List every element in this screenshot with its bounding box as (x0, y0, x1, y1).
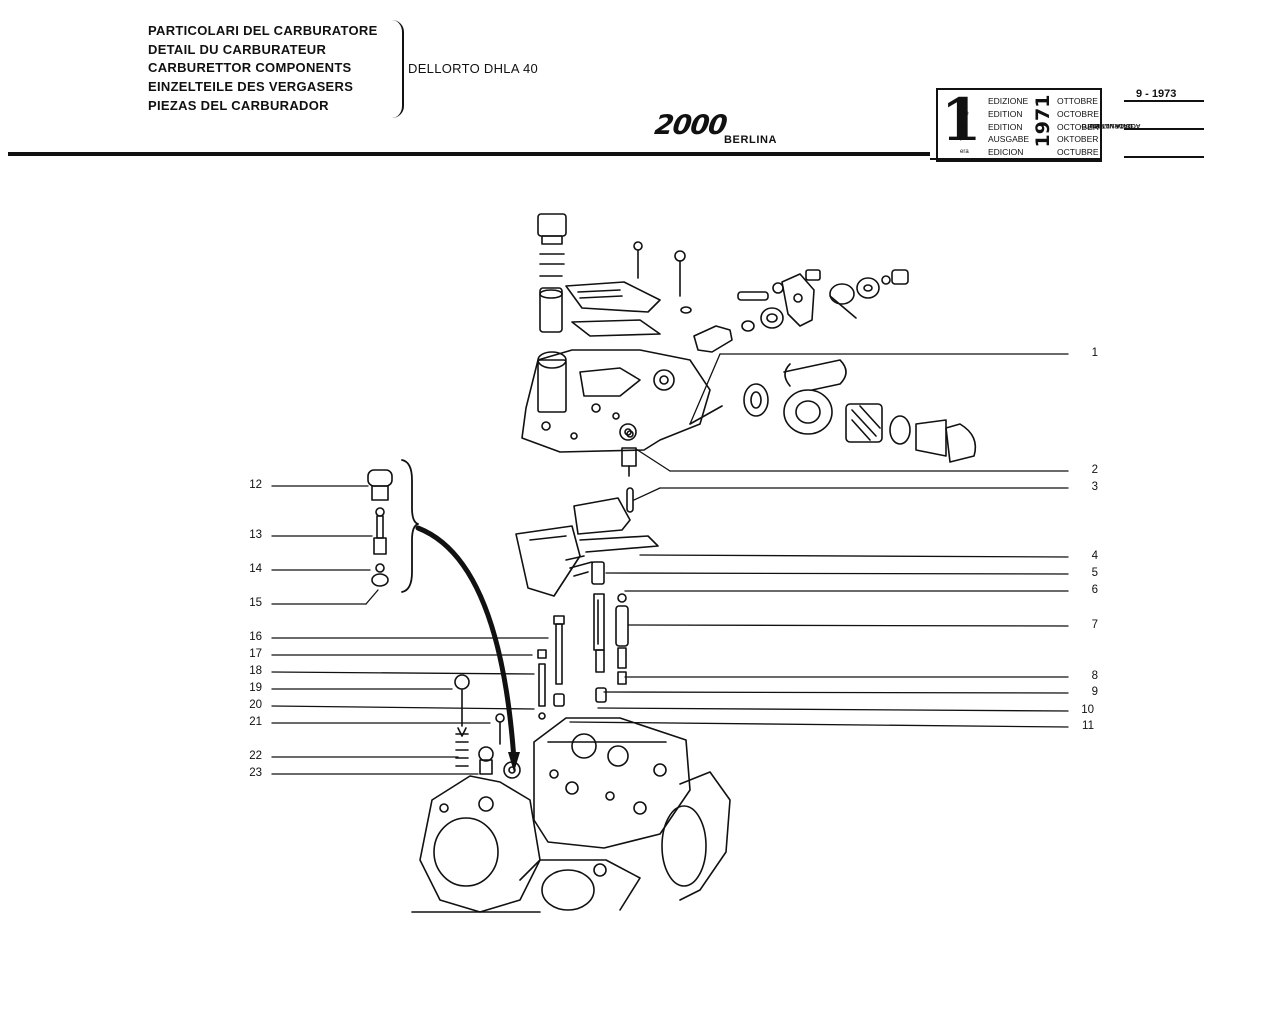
edition-month: OCTOBRE (1057, 109, 1099, 119)
edition-month: OCTUBRE (1057, 147, 1099, 157)
carburettor-cover (521, 349, 723, 453)
leader-lines-right (569, 353, 1069, 728)
edition-month: OCTOBER (1057, 122, 1099, 132)
callout-17: 17 (249, 648, 262, 660)
callout-21: 21 (249, 716, 262, 728)
assembly-arrow (415, 525, 517, 763)
callout-1: 1 (1091, 347, 1098, 359)
callout-20: 20 (249, 699, 262, 711)
callout-6: 6 (1091, 584, 1098, 596)
leader-lines-left (271, 485, 549, 775)
update-line (1124, 128, 1204, 130)
update-date: 9 - 1973 (1136, 88, 1177, 100)
callout-9: 9 (1091, 686, 1098, 698)
title-italian: PARTICOLARI DEL CARBURATORE (148, 23, 378, 38)
edition-suffix: era (960, 149, 969, 155)
carburettor-body (411, 717, 731, 913)
callout-10: 10 (1081, 704, 1094, 716)
header-rule-thin (930, 158, 1100, 160)
edition-word: AUSGABE (988, 134, 1030, 144)
header-rule (8, 152, 930, 156)
callout-22: 22 (249, 750, 262, 762)
edition-number: 1 (941, 86, 982, 154)
edition-word: EDIZIONE (988, 96, 1029, 106)
throttle-linkage (693, 269, 909, 353)
filter-plug-assembly (537, 213, 567, 333)
needle-valve (619, 423, 637, 513)
title-french: DETAIL DU CARBURATEUR (148, 41, 327, 57)
model-variant: BERLINA (724, 134, 778, 146)
callout-5: 5 (1091, 567, 1098, 579)
float-lever (565, 281, 661, 337)
idle-jet-group (367, 469, 393, 587)
edition-suffix: ere (960, 111, 969, 117)
carburettor-model: DELLORTO DHLA 40 (408, 61, 539, 76)
callout-7: 7 (1091, 619, 1098, 631)
title-brace (392, 20, 404, 118)
mixture-screw (454, 674, 505, 775)
edition-month: OTTOBRE (1057, 96, 1098, 106)
jets-and-tubes (537, 561, 629, 720)
edition-month: OKTOBER (1057, 134, 1099, 144)
callout-4: 4 (1091, 550, 1098, 562)
edition-suffix: . (960, 137, 962, 143)
callout-8: 8 (1091, 670, 1098, 682)
fuel-inlet-fitting (743, 359, 847, 435)
edition-word: EDITION (988, 109, 1023, 119)
callout-16: 16 (249, 631, 262, 643)
callout-2: 2 (1091, 464, 1098, 476)
title-english: CARBURETTOR COMPONENTS (148, 60, 352, 76)
title-spanish: PIEZAS DEL CARBURADOR (148, 97, 329, 113)
edition-word: EDICION (988, 147, 1024, 157)
edition-box (936, 88, 1102, 162)
callout-3: 3 (1091, 481, 1098, 493)
fuel-filter (845, 403, 977, 463)
callout-14: 14 (249, 563, 262, 575)
title-german: EINZELTEILE DES VERGASERS (148, 79, 354, 95)
screws-top (633, 241, 692, 314)
callout-12: 12 (249, 479, 262, 491)
callout-11: 11 (1082, 720, 1094, 732)
update-line (1124, 100, 1204, 102)
edition-suffix: a (960, 98, 964, 104)
callout-19: 19 (249, 682, 262, 694)
title-block: PARTICOLARI DEL CARBURATORE DETAIL DU CA… (148, 22, 378, 116)
callout-13: 13 (249, 529, 262, 541)
update-line (1124, 156, 1204, 158)
edition-word: EDITION (988, 122, 1023, 132)
group-bracket (401, 459, 419, 593)
edition-suffix: st (960, 124, 965, 130)
floats (515, 497, 659, 597)
callout-23: 23 (249, 767, 262, 779)
callout-18: 18 (249, 665, 262, 677)
callout-15: 15 (249, 597, 262, 609)
